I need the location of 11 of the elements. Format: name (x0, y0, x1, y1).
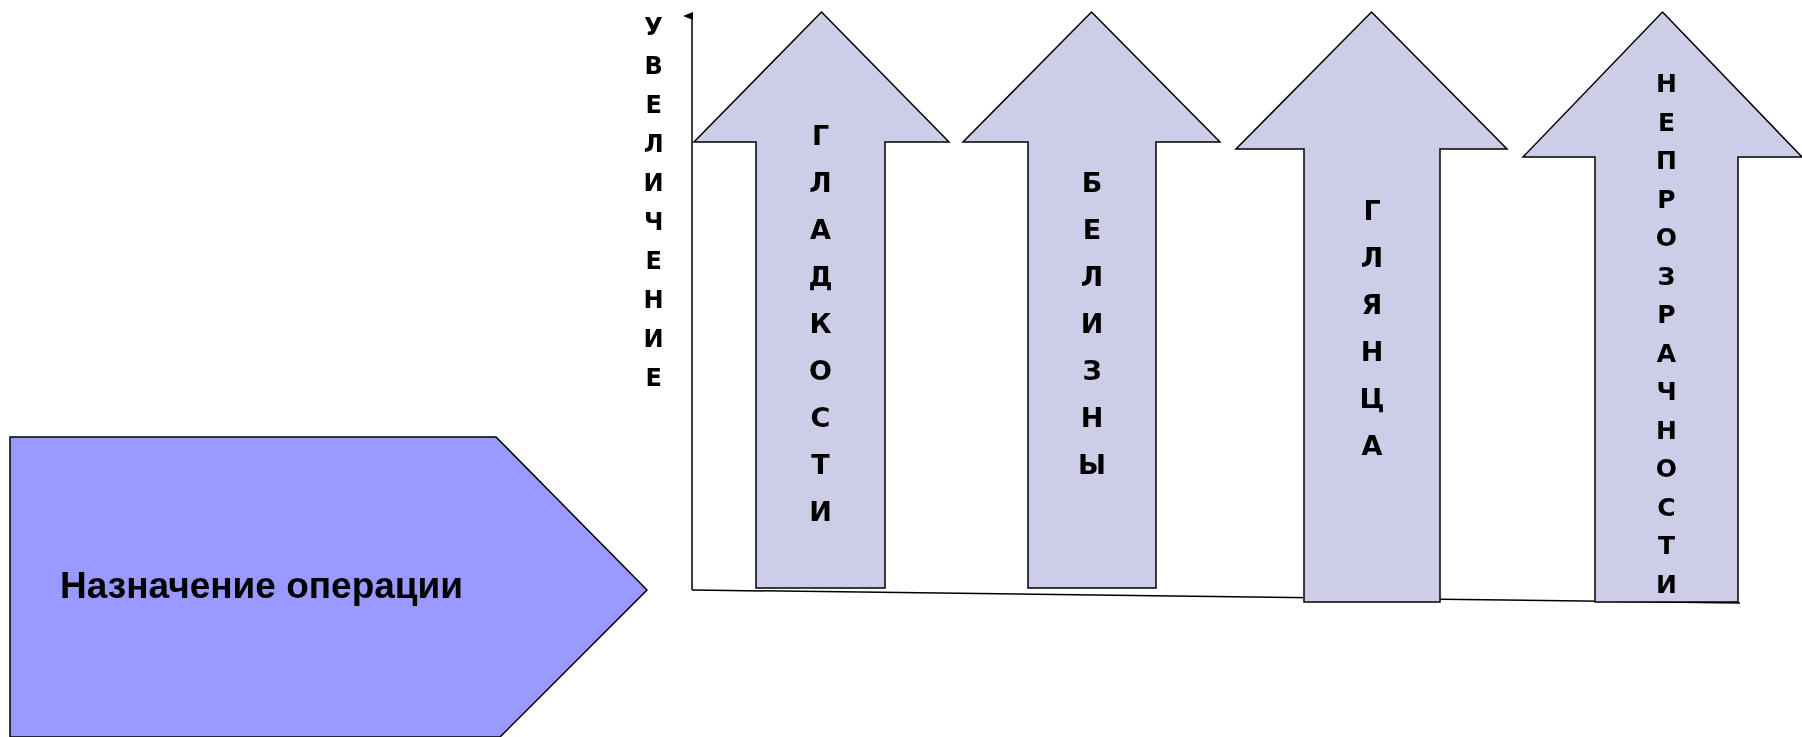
arrow-label: ГЛЯНЦА (1358, 194, 1386, 463)
arrow-label: ГЛАДКОСТИ (807, 119, 834, 529)
pentagon-shape (10, 437, 647, 737)
banner-shape (1523, 12, 1802, 602)
banner-shape (963, 12, 1220, 588)
banner-shape (694, 12, 949, 588)
axis-label: УВЕЛИЧЕНИЕ (642, 12, 665, 394)
banner-shape (1236, 12, 1507, 602)
arrow-label: Назначение операции (60, 565, 464, 607)
arrow-label: НЕПРОЗРАЧНОСТИ (1654, 68, 1679, 601)
arrow-label: БЕЛИЗНЫ (1077, 166, 1107, 482)
